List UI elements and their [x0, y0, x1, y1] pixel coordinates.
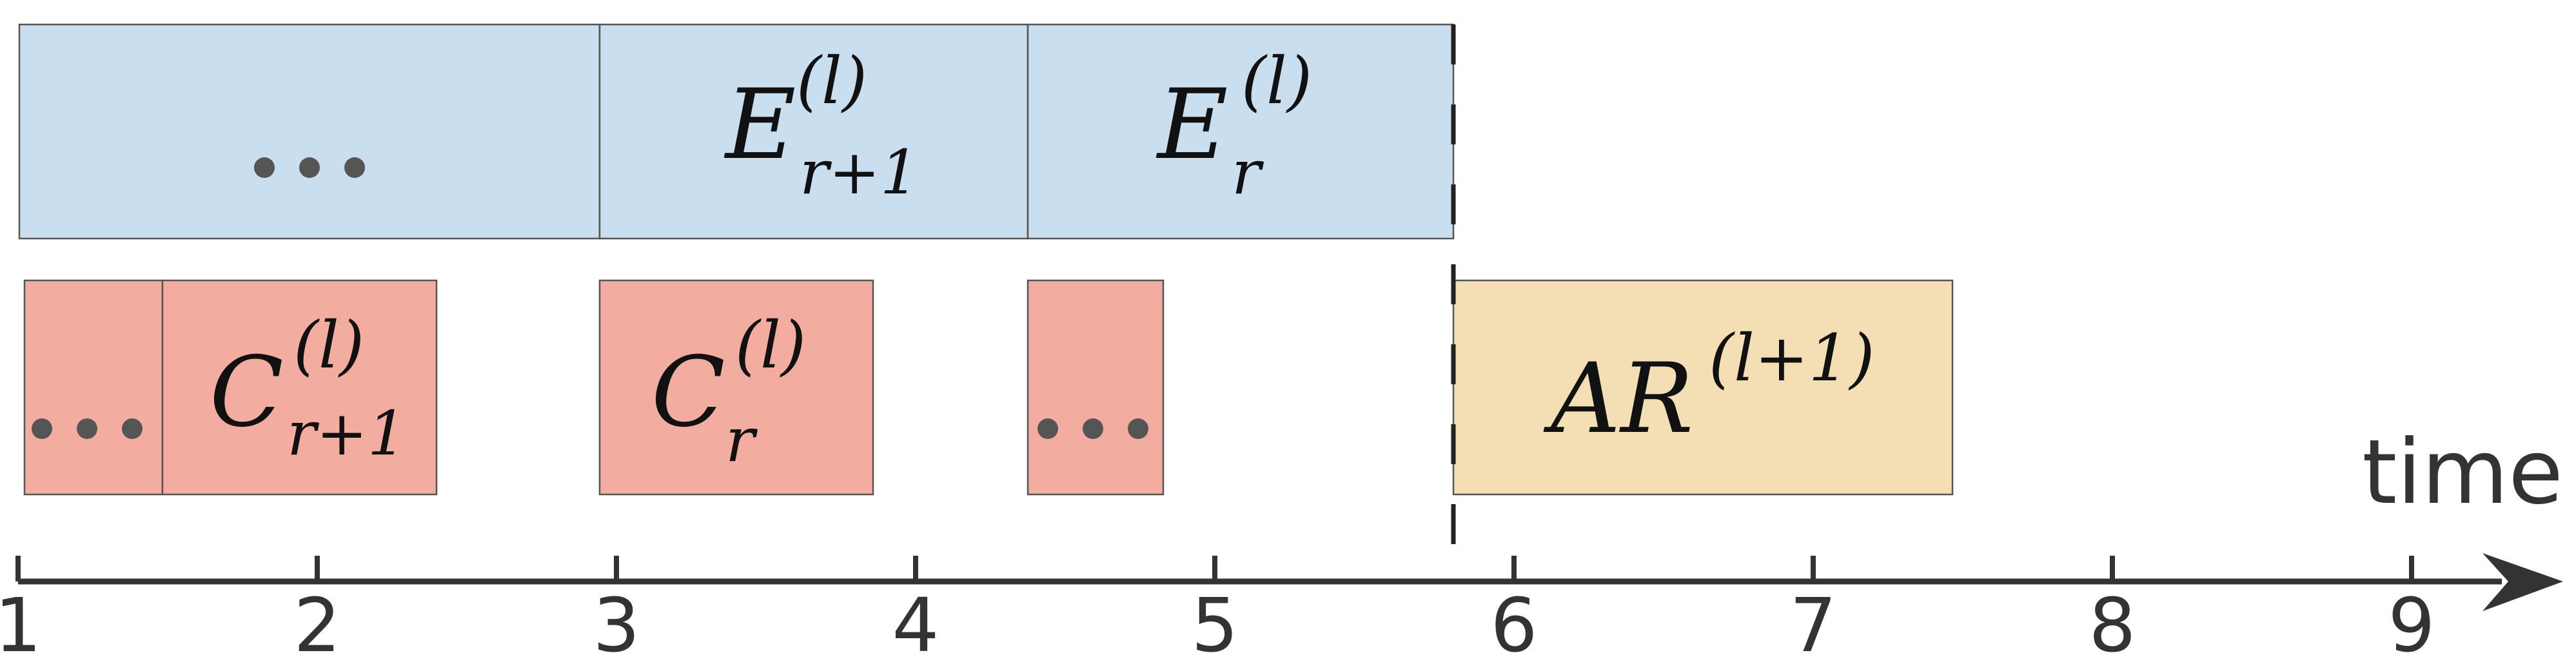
label-c-r: C (l) r — [651, 308, 809, 476]
axis-tick-label: 6 — [1490, 583, 1537, 664]
label-base: E — [1155, 69, 1228, 181]
axis-label-time: time — [2362, 420, 2563, 524]
label-sup: (l+1) — [1709, 320, 1874, 396]
comm-block-ellipsis-left — [23, 279, 164, 496]
label-all-reduce: AR (l+1) — [1543, 320, 1874, 455]
ellipsis-dots — [32, 418, 143, 439]
ellipsis-dots — [1037, 418, 1148, 439]
compute-block-e-r — [1027, 23, 1455, 240]
compute-block-e-r-plus-1 — [598, 23, 1029, 240]
label-e-r-plus-1: E (l) r+1 — [723, 43, 919, 208]
axis-tick-label: 1 — [0, 583, 42, 664]
axis-tick-label: 2 — [293, 583, 340, 664]
axis-arrowhead — [2483, 553, 2563, 611]
axis-tick-label: 4 — [892, 583, 939, 664]
ellipsis-dots — [254, 157, 365, 178]
label-sub: r — [725, 405, 758, 476]
time-axis: time 1 2 3 4 5 6 7 8 9 — [0, 420, 2563, 664]
label-sub: r — [1232, 137, 1264, 208]
label-base: AR — [1543, 343, 1693, 455]
label-sup: (l) — [735, 308, 806, 383]
axis-tick-label: 3 — [593, 583, 640, 664]
label-base: E — [723, 69, 796, 181]
label-c-r-plus-1: C (l) r+1 — [210, 308, 406, 469]
all-reduce-block — [1452, 279, 1954, 496]
axis-ticks: 1 2 3 4 5 6 7 8 9 — [0, 556, 2435, 664]
label-sub: r+1 — [800, 137, 919, 208]
label-sub: r+1 — [287, 398, 406, 469]
label-base: C — [651, 337, 725, 449]
comm-block-ellipsis-right — [1027, 279, 1165, 496]
label-e-r: E (l) r — [1155, 43, 1315, 208]
label-sup: (l) — [1241, 43, 1312, 119]
comm-block-c-r — [598, 279, 874, 496]
label-base: C — [210, 337, 284, 449]
axis-tick-label: 5 — [1191, 583, 1238, 664]
label-sup: (l) — [796, 43, 867, 119]
axis-tick-label: 7 — [1789, 583, 1836, 664]
axis-tick-label: 8 — [2089, 583, 2136, 664]
compute-block-ellipsis — [18, 23, 601, 240]
label-sup: (l) — [293, 308, 364, 383]
comm-block-c-r-plus-1 — [161, 279, 438, 496]
axis-tick-label: 9 — [2388, 583, 2435, 664]
top-row: E (l) r+1 E (l) r — [18, 23, 1455, 240]
bottom-row: C (l) r+1 C (l) r AR (l+1) — [23, 279, 1954, 496]
